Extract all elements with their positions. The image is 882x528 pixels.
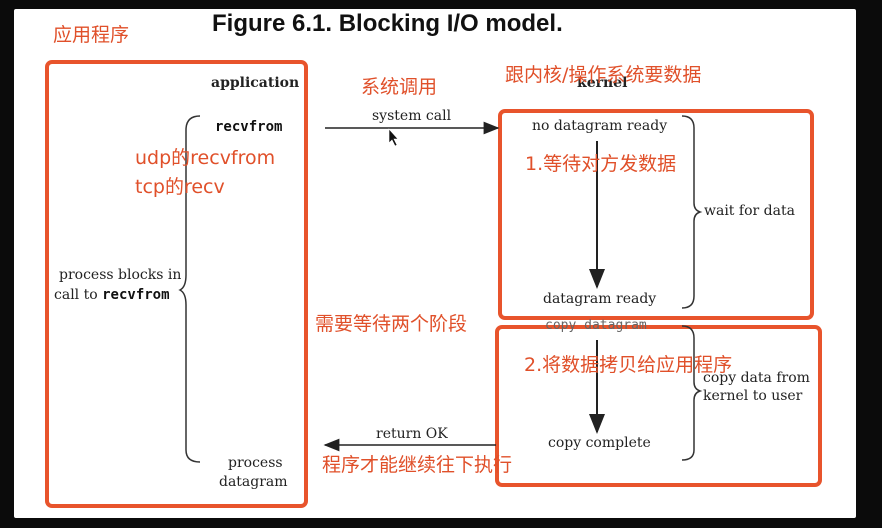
annotation-app-program: 应用程序 — [53, 24, 130, 46]
process-datagram-line2: datagram — [219, 474, 288, 490]
application-label: application — [211, 75, 300, 91]
process-blocks-recvfrom: recvfrom — [102, 287, 170, 303]
annotation-udp-recvfrom: udp的recvfrom — [135, 147, 276, 169]
figure-canvas — [14, 9, 856, 518]
wait-for-data-brace — [681, 115, 703, 309]
wait-stage-highlight-box — [498, 109, 814, 320]
recvfrom-label: recvfrom — [215, 119, 283, 135]
application-highlight-box — [45, 60, 308, 508]
annotation-kernel-request: 跟内核/操作系统要数据 — [505, 64, 702, 86]
process-datagram-line1: process — [228, 455, 283, 471]
copy-datagram-label: copy datagram — [545, 318, 647, 333]
annotation-step1: 1.等待对方发数据 — [525, 153, 677, 175]
process-blocks-call-to: call to — [54, 287, 98, 303]
annotation-continue-exec: 程序才能继续往下执行 — [322, 454, 513, 476]
no-datagram-ready-label: no datagram ready — [532, 118, 668, 134]
process-blocks-brace — [178, 115, 201, 463]
copy-data-brace — [681, 325, 703, 461]
wait-for-data-label: wait for data — [704, 203, 795, 219]
copy-stage-highlight-box — [495, 325, 822, 487]
copy-data-from-line2: kernel to user — [703, 388, 803, 404]
process-blocks-line2: call to recvfrom — [54, 287, 170, 303]
mouse-cursor-icon — [388, 128, 399, 147]
annotation-system-call: 系统调用 — [361, 76, 438, 98]
copy-data-from-line1: copy data from — [703, 370, 810, 386]
datagram-ready-label: datagram ready — [543, 291, 657, 307]
return-ok-label: return OK — [376, 426, 448, 442]
annotation-step2: 2.将数据拷贝给应用程序 — [524, 354, 733, 376]
kernel-label: kernel — [577, 75, 628, 91]
figure-title: Figure 6.1. Blocking I/O model. — [212, 10, 563, 37]
copy-complete-label: copy complete — [548, 435, 651, 451]
annotation-two-stages: 需要等待两个阶段 — [315, 313, 468, 335]
process-blocks-line1: process blocks in — [59, 267, 182, 283]
annotation-tcp-recv: tcp的recv — [135, 176, 225, 198]
system-call-label: system call — [372, 108, 452, 124]
